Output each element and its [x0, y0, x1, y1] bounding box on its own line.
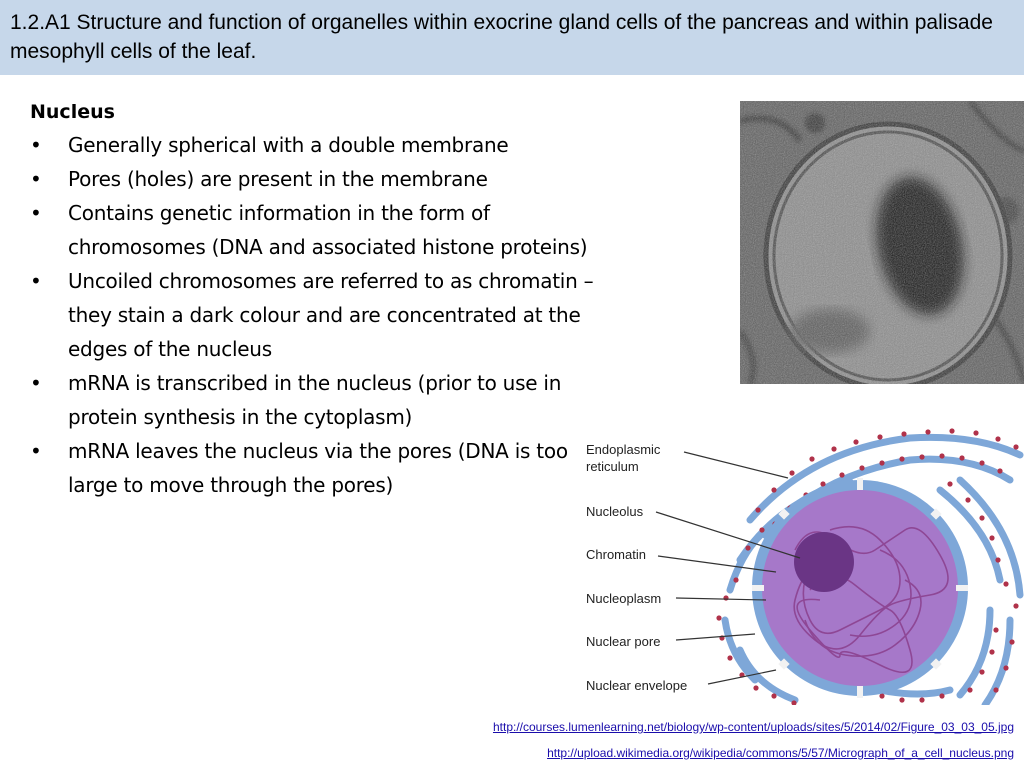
slide-title: 1.2.A1 Structure and function of organel…: [10, 11, 993, 63]
section-heading: Nucleus: [30, 101, 115, 123]
label-nucleolus: Nucleolus: [586, 504, 644, 519]
title-bar: 1.2.A1 Structure and function of organel…: [0, 0, 1024, 75]
label-reticulum: reticulum: [586, 459, 639, 474]
nucleolus-shape: [794, 532, 854, 592]
bullet-dot-icon: •: [30, 371, 42, 395]
source-link-diagram[interactable]: http://courses.lumenlearning.net/biology…: [492, 720, 1014, 734]
bullet-item: • mRNA is transcribed in the nucleus (pri…: [30, 366, 595, 434]
bullet-dot-icon: •: [30, 201, 42, 225]
label-nucleoplasm: Nucleoplasm: [586, 591, 661, 606]
bullet-text: Contains genetic information in the form…: [68, 201, 588, 259]
bullet-item: • Contains genetic information in the for…: [30, 196, 595, 264]
bullet-dot-icon: •: [30, 133, 42, 157]
bullet-dot-icon: •: [30, 439, 42, 463]
label-chromatin: Chromatin: [586, 547, 646, 562]
bullet-text: Pores (holes) are present in the membran…: [68, 167, 488, 191]
bullet-item: • Generally spherical with a double membr…: [30, 128, 595, 162]
bullet-dot-icon: •: [30, 269, 42, 293]
content-area: Nucleus • Generally spherical with a doub…: [30, 96, 595, 502]
bullet-text: mRNA leaves the nucleus via the pores (D…: [68, 439, 568, 497]
nucleus-diagram: Endoplasmic reticulum Nucleolus Chromati…: [580, 420, 1024, 709]
bullet-text: mRNA is transcribed in the nucleus (prio…: [68, 371, 562, 429]
bullet-dot-icon: •: [30, 167, 42, 191]
source-link-micrograph[interactable]: http://upload.wikimedia.org/wikipedia/co…: [547, 746, 1014, 760]
label-endoplasmic: Endoplasmic: [586, 442, 661, 457]
label-nuclear-pore: Nuclear pore: [586, 634, 660, 649]
bullet-item: • mRNA leaves the nucleus via the pores (…: [30, 434, 595, 502]
label-nuclear-envelope: Nuclear envelope: [586, 678, 687, 693]
bullet-item: • Uncoiled chromosomes are referred to as…: [30, 264, 595, 366]
chromatin-shape: [793, 525, 949, 674]
bullet-item: • Pores (holes) are present in the membra…: [30, 162, 595, 196]
bullet-text: Uncoiled chromosomes are referred to as …: [68, 269, 594, 361]
nucleus-micrograph-image: [740, 101, 1024, 384]
bullet-list: • Generally spherical with a double membr…: [30, 128, 595, 502]
bullet-text: Generally spherical with a double membra…: [68, 133, 509, 157]
